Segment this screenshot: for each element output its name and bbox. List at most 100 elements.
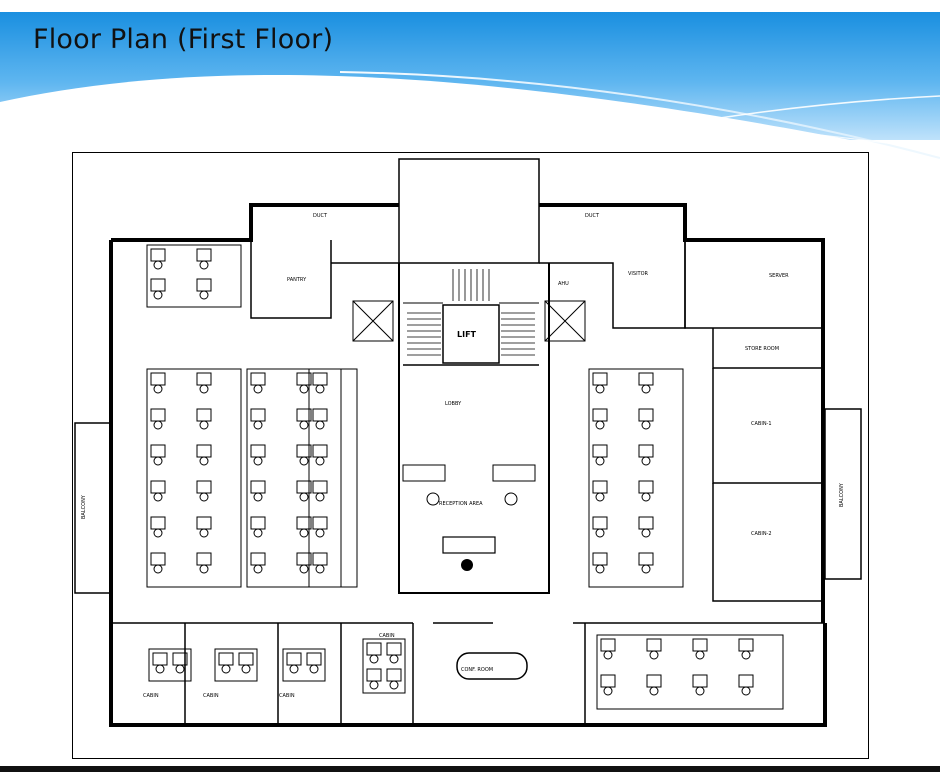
cabin-left-2-label: CABIN bbox=[203, 693, 219, 699]
workstation-chair bbox=[153, 492, 163, 502]
workstation-cluster bbox=[246, 368, 342, 588]
workstation-cluster bbox=[308, 368, 358, 588]
workstation-chair bbox=[603, 650, 613, 660]
reception-label: RECEPTION AREA bbox=[439, 501, 483, 507]
slide-bottom-rule bbox=[0, 766, 940, 772]
workstation-desk bbox=[638, 372, 654, 386]
workstation-desk bbox=[592, 552, 608, 566]
lobby-label: LOBBY bbox=[445, 401, 462, 407]
duct-label-left: DUCT bbox=[313, 213, 328, 219]
workstation-chair bbox=[221, 664, 231, 674]
workstation-chair bbox=[253, 420, 263, 430]
workstation-desk bbox=[638, 516, 654, 530]
workstation-chair bbox=[299, 420, 309, 430]
store-room-label: STORE ROOM bbox=[745, 346, 779, 352]
workstation-desk bbox=[196, 278, 212, 292]
duct-label-right: DUCT bbox=[585, 213, 600, 219]
workstation-cluster bbox=[362, 638, 406, 694]
workstation-chair bbox=[695, 686, 705, 696]
conference-label: CONF. ROOM bbox=[461, 667, 493, 673]
sofa-right bbox=[492, 464, 536, 482]
workstation-chair bbox=[741, 650, 751, 660]
workstation-chair bbox=[641, 384, 651, 394]
top-rooms bbox=[111, 240, 823, 723]
workstation-chair bbox=[299, 384, 309, 394]
workstation-chair bbox=[641, 420, 651, 430]
cabin-2-label: CABIN-2 bbox=[751, 531, 772, 537]
workstation-cluster bbox=[146, 368, 242, 588]
workstation-chair bbox=[199, 456, 209, 466]
workstation-chair bbox=[153, 564, 163, 574]
workstation-desk bbox=[592, 480, 608, 494]
slide-title: Floor Plan (First Floor) bbox=[33, 24, 334, 55]
workstation-cluster bbox=[588, 368, 684, 588]
workstation-desk bbox=[312, 444, 328, 458]
workstation-desk bbox=[196, 248, 212, 262]
workstation-chair bbox=[315, 492, 325, 502]
workstation-chair bbox=[649, 686, 659, 696]
workstation-chair bbox=[299, 564, 309, 574]
workstation-chair bbox=[389, 680, 399, 690]
service-shafts bbox=[352, 300, 586, 342]
workstation-desk bbox=[250, 516, 266, 530]
workstation-chair bbox=[299, 492, 309, 502]
workstation-chair bbox=[389, 654, 399, 664]
cabin-left-1-label: CABIN bbox=[143, 693, 159, 699]
workstation-chair bbox=[153, 528, 163, 538]
workstation-chair bbox=[253, 384, 263, 394]
workstation-desk bbox=[250, 408, 266, 422]
cabin-left-4-label: CABIN bbox=[379, 633, 395, 639]
workstation-desk bbox=[646, 638, 662, 652]
workstation-desk bbox=[312, 372, 328, 386]
workstation-chair bbox=[315, 528, 325, 538]
workstation-chair bbox=[741, 686, 751, 696]
workstation-clusters bbox=[146, 244, 784, 710]
balcony-right-label: BALCONY bbox=[839, 482, 845, 507]
workstation-desk bbox=[150, 444, 166, 458]
workstation-chair bbox=[155, 664, 165, 674]
header-curve-line-2 bbox=[599, 95, 940, 141]
workstation-desk bbox=[196, 552, 212, 566]
workstation-desk bbox=[150, 516, 166, 530]
workstation-chair bbox=[299, 456, 309, 466]
workstation-desk bbox=[196, 408, 212, 422]
workstation-desk bbox=[196, 444, 212, 458]
workstation-chair bbox=[649, 650, 659, 660]
workstation-desk bbox=[646, 674, 662, 688]
workstation-chair bbox=[153, 260, 163, 270]
workstation-desk bbox=[592, 372, 608, 386]
header-white-swoosh bbox=[0, 75, 940, 172]
workstation-desk bbox=[150, 552, 166, 566]
workstation-chair bbox=[253, 528, 263, 538]
stair-treads bbox=[407, 269, 535, 356]
workstation-desk bbox=[218, 652, 234, 666]
workstation-desk bbox=[312, 480, 328, 494]
workstation-chair bbox=[595, 564, 605, 574]
workstation-chair bbox=[595, 492, 605, 502]
workstation-desk bbox=[150, 408, 166, 422]
workstation-chair bbox=[641, 564, 651, 574]
ahu-label: AHU bbox=[558, 281, 569, 287]
reception-chair bbox=[461, 559, 473, 571]
workstation-desk bbox=[152, 652, 168, 666]
slide-header: Floor Plan (First Floor) bbox=[0, 0, 940, 172]
workstation-chair bbox=[199, 420, 209, 430]
workstation-chair bbox=[641, 492, 651, 502]
workstation-chair bbox=[199, 492, 209, 502]
workstation-desk bbox=[312, 552, 328, 566]
workstation-chair bbox=[695, 650, 705, 660]
outer-walls bbox=[74, 158, 862, 727]
workstation-chair bbox=[289, 664, 299, 674]
workstation-cluster bbox=[146, 244, 242, 308]
workstation-chair bbox=[253, 456, 263, 466]
workstation-chair bbox=[199, 564, 209, 574]
workstation-desk bbox=[238, 652, 254, 666]
workstation-desk bbox=[196, 516, 212, 530]
workstation-chair bbox=[175, 664, 185, 674]
conference-table bbox=[456, 652, 528, 680]
workstation-chair bbox=[153, 384, 163, 394]
workstation-desk bbox=[150, 480, 166, 494]
workstation-cluster bbox=[148, 648, 192, 682]
workstation-desk bbox=[366, 642, 382, 656]
workstation-chair bbox=[241, 664, 251, 674]
